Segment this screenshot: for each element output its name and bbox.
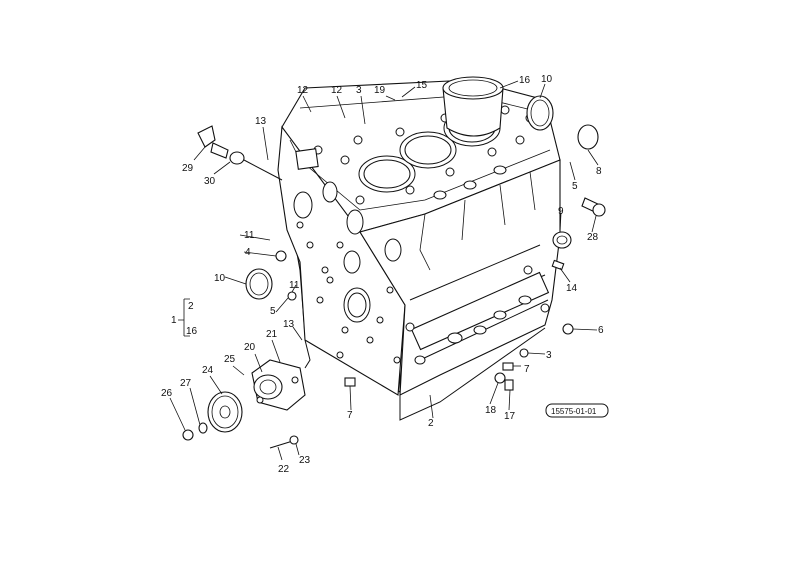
callout-16: 16 [519, 75, 531, 86]
reference-code: 15575-01-01 [551, 407, 597, 416]
callout-19: 19 [374, 85, 386, 96]
callout-7b: 7 [347, 410, 353, 421]
callout-12b: 12 [331, 85, 343, 96]
leader-lines [169, 80, 599, 461]
callout-18: 18 [485, 405, 497, 416]
callout-1-sub-2: 2 [188, 301, 194, 312]
callout-8: 8 [596, 166, 602, 177]
nut-lower [519, 348, 529, 358]
callout-1: 1 [171, 315, 177, 326]
water-fitting [197, 125, 283, 181]
callout-13a: 13 [255, 116, 267, 127]
plug-7a [502, 362, 514, 371]
callout-30: 30 [204, 176, 216, 187]
callout-13b: 13 [283, 319, 295, 330]
oil-seal [552, 231, 572, 249]
callout-12a: 12 [297, 85, 309, 96]
expansion-plug-rear [577, 124, 599, 150]
cylinder-block [277, 79, 561, 421]
callout-4: 4 [245, 247, 251, 258]
callout-11a: 11 [244, 230, 255, 241]
callout-9: 9 [558, 206, 564, 217]
drive-gear [207, 391, 243, 433]
callout-1-sub-16: 16 [186, 326, 198, 337]
deck-bolt-holes [313, 105, 535, 205]
washer [198, 422, 208, 434]
callout-26: 26 [161, 388, 173, 399]
cylinder-liner [442, 76, 504, 137]
callout-23: 23 [299, 455, 311, 466]
nut-left [287, 291, 297, 301]
gear-nut [182, 429, 194, 441]
callout-3a: 3 [356, 85, 362, 96]
callout-17: 17 [504, 411, 516, 422]
callout-10a: 10 [541, 74, 553, 85]
callout-28: 28 [587, 232, 599, 243]
callout-2: 2 [428, 418, 434, 429]
pressure-switch [581, 197, 606, 217]
bolt-22 [269, 435, 299, 449]
callout-25: 25 [224, 354, 236, 365]
drain-plug [494, 372, 514, 391]
callout-20: 20 [244, 342, 256, 353]
callout-14: 14 [566, 283, 578, 294]
callout-labels: 12 12 3 19 15 16 10 13 29 30 5 8 9 28 11… [161, 74, 604, 475]
nut-right [562, 323, 574, 335]
side-cover-plug [245, 268, 273, 300]
injection-pump-assembly [251, 339, 311, 411]
callout-21: 21 [266, 329, 278, 340]
plug-small [275, 250, 287, 262]
block-left-face-features [293, 148, 402, 364]
callout-3b: 3 [546, 350, 552, 361]
dowel-pin [551, 259, 565, 271]
callout-6: 6 [598, 325, 604, 336]
callout-29: 29 [182, 163, 194, 174]
callout-22: 22 [278, 464, 290, 475]
callout-5a: 5 [270, 306, 276, 317]
callout-7a: 7 [524, 364, 530, 375]
block-right-face-features [405, 265, 550, 365]
callout-27: 27 [180, 378, 192, 389]
callout-10b: 10 [214, 273, 226, 284]
callout-5b: 5 [572, 181, 578, 192]
callout-24: 24 [202, 365, 214, 376]
callout-11b: 11 [289, 280, 300, 291]
callout-15: 15 [416, 80, 428, 91]
plug-7b [344, 377, 356, 387]
reference-code-box: 15575-01-01 [545, 403, 609, 418]
